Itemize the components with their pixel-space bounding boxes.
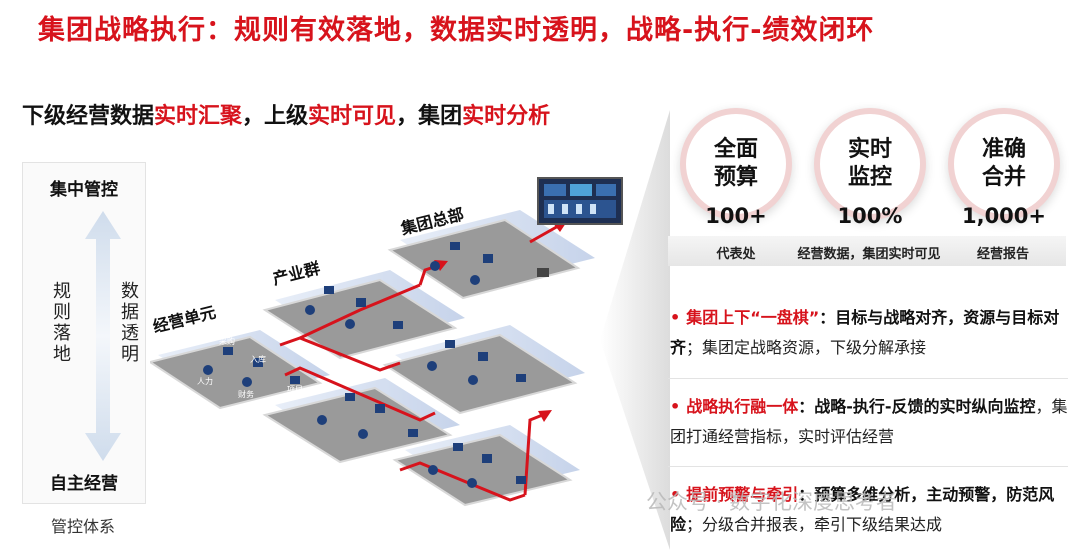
metric-circle-line: 预算 [714,164,758,192]
cart-icon [445,340,455,348]
watermark: 公众号 · 数字化深度思考者 [646,486,897,516]
person-icon [203,365,213,375]
node-label-inbound: 入库 [250,354,266,365]
bullet-bold: ：战略-执行-反馈的实时纵向监控 [798,397,1035,416]
project-icon [516,374,526,382]
bullet-item: •集团上下“一盘棋”：目标与战略对齐，资源与目标对齐；集团定战略资源，下级分解承… [670,303,1070,363]
project-box-icon [537,268,549,277]
finance-icon [468,375,478,385]
bullet-text: ；集团定战略资源，下级分解承接 [686,338,926,357]
axis-top-label: 集中管控 [23,175,145,200]
node-label-project: 项目 [287,384,303,395]
person-icon [317,415,327,425]
project-icon [393,321,403,329]
bullet-head: 集团上下“一盘棋” [686,308,819,327]
finance-icon [467,478,477,488]
cart-icon [450,242,460,250]
metric-value: 100% [795,204,945,228]
metric-circle-line: 合并 [982,164,1026,192]
box-icon [483,254,493,263]
cart-icon [223,347,233,355]
cart-icon [345,393,355,401]
project-icon [290,376,300,384]
metric-circle-line: 准确 [982,136,1026,164]
person-icon [430,261,440,271]
person-icon [305,305,315,315]
metric-value: 100+ [661,204,811,228]
axis-bottom-label: 自主经营 [23,469,145,494]
subtitle-highlight: 实时可见 [308,104,396,129]
metric-value: 1,000+ [929,204,1079,228]
cart-icon [324,286,334,294]
box-icon [478,352,488,361]
person-icon [427,361,437,371]
metric-caption: 经营报告 [908,243,1080,262]
subtitle-part: ，上级 [242,104,308,129]
bullet-dot-icon: • [670,397,680,416]
axis-right-vertical-text: 数据透明 [115,281,141,365]
box-icon [482,454,492,463]
hierarchy-diagram: 集团总部 产业群 经营单元 采购 入库 人力 财务 项目 [150,170,640,540]
divider [668,466,1068,467]
cart-icon [453,443,463,451]
metric-circle-line: 全面 [714,136,758,164]
box-icon [375,404,385,413]
bullet-head: 战略执行融一体 [686,397,798,416]
finance-icon [358,429,368,439]
divider [668,378,1068,379]
subtitle-highlight: 实时分析 [462,104,550,129]
control-axis-panel: 集中管控 规则落地 数据透明 自主经营 [22,162,146,504]
subtitle-part: ，集团 [396,104,462,129]
finance-icon [242,377,252,387]
node-label-purchase: 采购 [219,336,235,347]
finance-icon [470,275,480,285]
project-icon [408,429,418,437]
node-label-hr: 人力 [197,376,213,387]
page-title: 集团战略执行：规则有效落地，数据实时透明，战略-执行-绩效闭环 [38,8,874,47]
subtitle: 下级经营数据实时汇聚，上级实时可见，集团实时分析 [22,98,550,130]
node-label-finance: 财务 [238,389,254,400]
bullet-dot-icon: • [670,308,680,327]
subtitle-part: 下级经营数据 [22,104,154,129]
finance-icon [345,319,355,329]
metric-circle-line: 实时 [848,136,892,164]
bullet-item: •战略执行融一体：战略-执行-反馈的实时纵向监控，集团打通经营指标，实时评估经营 [670,392,1070,452]
person-icon [428,465,438,475]
project-icon [516,476,526,484]
axis-caption: 管控体系 [22,513,144,537]
axis-left-vertical-text: 规则落地 [47,281,73,365]
funnel-shape [600,110,670,550]
box-icon [356,298,366,307]
subtitle-highlight: 实时汇聚 [154,104,242,129]
metric-circle-line: 监控 [848,164,892,192]
platform-layer [150,170,640,540]
bullet-text: ；分级合并报表，牵引下级结果达成 [686,515,942,534]
